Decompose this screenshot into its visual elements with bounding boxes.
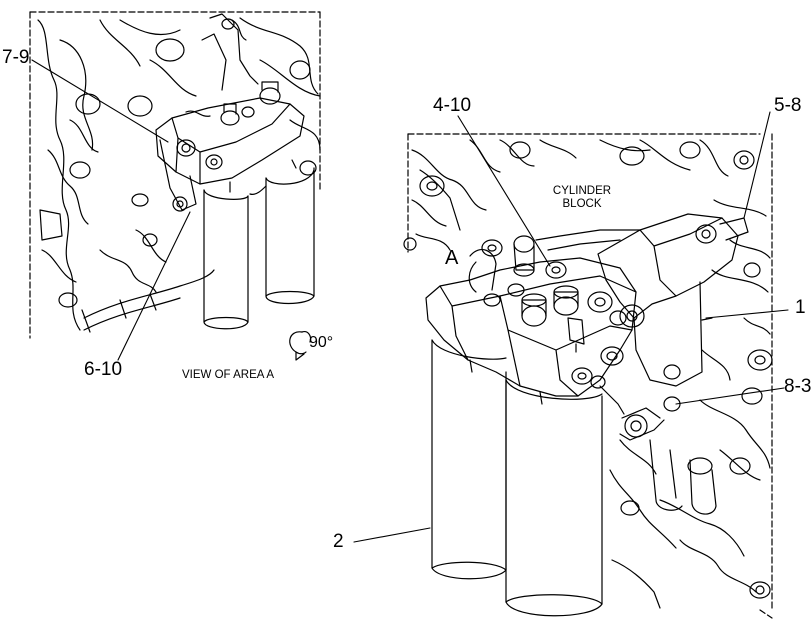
leader-7-9 [31, 59, 169, 143]
view-caption: VIEW OF AREA A [182, 369, 275, 381]
leader-2 [353, 527, 431, 543]
cylinder-block-label: CYLINDER BLOCK [540, 185, 624, 211]
callout-7-9: 7-9 [2, 47, 30, 68]
leader-4-10 [457, 115, 551, 267]
rotation-arrow-icon [289, 331, 312, 361]
rotation-label: 90° [309, 334, 334, 351]
leader-lines [31, 59, 789, 543]
leader-6-10 [117, 211, 191, 361]
callout-5-8: 5-8 [774, 95, 802, 116]
main-view [403, 133, 773, 619]
callout-4-10: 4-10 [433, 95, 472, 116]
cylinder-label-line1: CYLINDER [552, 185, 612, 197]
inset-view-area-a [29, 11, 321, 339]
callout-6-10: 6-10 [84, 359, 123, 380]
callout-8-3: 8-3 [784, 376, 811, 397]
leader-1 [705, 309, 789, 319]
cylinder-label-line2: BLOCK [562, 198, 602, 210]
leader-8-3 [675, 387, 785, 405]
leader-5-8 [743, 111, 771, 219]
callout-2: 2 [333, 531, 344, 552]
callout-1: 1 [795, 297, 806, 318]
area-marker: A [445, 247, 459, 269]
